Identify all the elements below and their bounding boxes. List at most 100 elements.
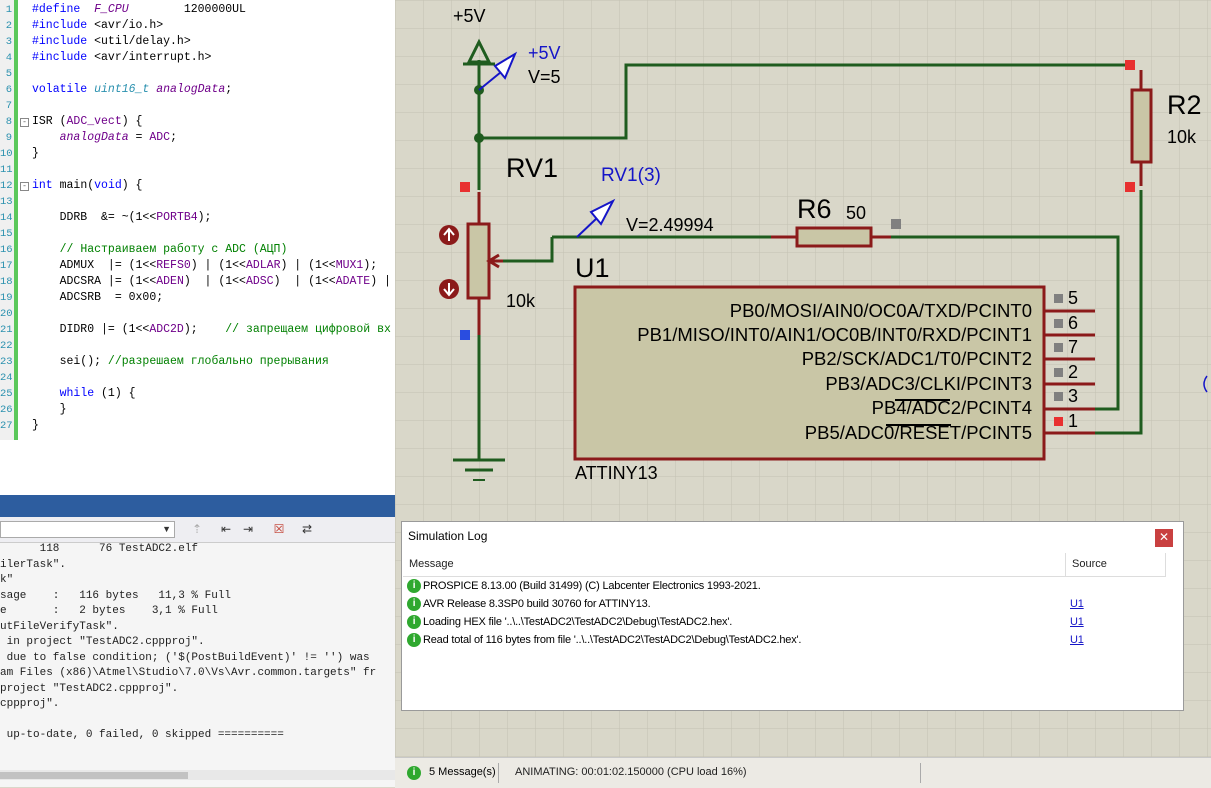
code-token: ) | (1<< (183, 275, 246, 288)
rv1-decrease-button[interactable] (439, 279, 459, 299)
line-number: 23 (0, 356, 13, 368)
log-source-link[interactable]: U1 (1070, 616, 1084, 628)
code-token: ); (363, 259, 378, 272)
pin-number: 5 (1068, 288, 1079, 308)
log-row[interactable]: i PROSPICE 8.13.00 (Build 31499) (C) Lab… (407, 577, 1177, 595)
code-line[interactable]: 26 } (0, 402, 395, 418)
output-line: ilerTask". (0, 558, 67, 571)
log-row[interactable]: i AVR Release 8.3SP0 build 30760 for ATT… (407, 595, 1177, 613)
code-token: ADCSRB = 0x00; (32, 291, 164, 304)
code-line[interactable]: 10} (0, 146, 395, 162)
code-line[interactable]: 5 (0, 66, 395, 82)
code-token: volatile (32, 83, 88, 96)
r2-reference: R2 (1167, 90, 1202, 120)
close-button[interactable]: ✕ (1155, 529, 1173, 547)
code-line[interactable]: 3#include <util/delay.h> (0, 34, 395, 50)
word-wrap-icon[interactable]: ⇄ (301, 522, 313, 536)
code-line[interactable]: 18 ADCSRA |= (1<<ADEN) | (1<<ADSC) | (1<… (0, 274, 395, 290)
code-token: } (32, 147, 39, 160)
code-line[interactable]: 24 (0, 370, 395, 386)
log-source-link[interactable]: U1 (1070, 634, 1084, 646)
pin-label: PB1/MISO/INT0/AIN1/OC0B/INT0/RXD/PCINT1 (637, 324, 1032, 345)
log-row[interactable]: i Loading HEX file '..\..\TestADC2\TestA… (407, 613, 1177, 631)
code-line[interactable]: 9 analogData = ADC; (0, 130, 395, 146)
code-token: = (128, 131, 150, 144)
u1-part-name: ATTINY13 (575, 463, 658, 483)
code-text: ADCSRB = 0x00; (32, 290, 164, 306)
line-number: 16 (0, 244, 13, 256)
code-line[interactable]: 13 (0, 194, 395, 210)
column-header-source[interactable]: Source (1072, 558, 1107, 570)
column-separator[interactable] (1165, 553, 1166, 576)
output-source-select[interactable]: ▼ (0, 521, 175, 538)
column-header-message[interactable]: Message (409, 558, 454, 570)
fold-toggle-icon[interactable]: - (20, 118, 29, 127)
attiny13-chip[interactable] (573, 285, 1095, 461)
code-token: 1200000UL (128, 3, 246, 16)
line-number: 12 (0, 180, 13, 192)
rv1-increase-button[interactable] (439, 225, 459, 245)
ground-terminal[interactable] (453, 458, 505, 481)
previous-message-icon[interactable]: ⇤ (220, 522, 232, 536)
code-token: void (94, 179, 122, 192)
line-number: 3 (5, 36, 12, 48)
panel-splitter[interactable] (0, 495, 395, 517)
fold-toggle-icon[interactable]: - (20, 182, 29, 191)
code-line[interactable]: 4#include <avr/interrupt.h> (0, 50, 395, 66)
status-separator (498, 763, 499, 783)
code-line[interactable]: 17 ADMUX |= (1<<REFS0) | (1<<ADLAR) | (1… (0, 258, 395, 274)
line-number: 21 (0, 324, 13, 336)
status-bar: i 5 Message(s) ANIMATING: 00:01:02.15000… (395, 757, 1211, 788)
code-line[interactable]: 19 ADCSRB = 0x00; (0, 290, 395, 306)
code-token: ISR ( (32, 115, 67, 128)
code-text: } (32, 146, 39, 162)
scrollbar-thumb[interactable] (0, 772, 188, 779)
code-line[interactable]: 25 while (1) { (0, 386, 395, 402)
code-line[interactable]: 11 (0, 162, 395, 178)
code-line[interactable]: 2#include <avr/io.h> (0, 18, 395, 34)
resistor-r6[interactable] (771, 219, 901, 248)
code-line[interactable]: 23 sei(); //разрешаем глобально прерыван… (0, 354, 395, 370)
code-text: } (32, 418, 39, 434)
code-line[interactable]: 27} (0, 418, 395, 434)
u1-reference: U1 (575, 253, 610, 283)
line-number: 6 (5, 84, 12, 96)
code-line[interactable]: 12-int main(void) { (0, 178, 395, 194)
info-icon: i (407, 633, 421, 647)
code-line[interactable]: 1#define F_CPU 1200000UL (0, 2, 395, 18)
code-line[interactable]: 16 // Настраиваем работу с ADC (АЦП) (0, 242, 395, 258)
chevron-down-icon[interactable]: ▼ (162, 524, 171, 534)
log-row[interactable]: i Read total of 116 bytes from file '..\… (407, 631, 1177, 649)
output-line: up-to-date, 0 failed, 0 skipped ========… (0, 729, 284, 741)
power-terminal-5v[interactable] (463, 38, 495, 66)
next-message-icon[interactable]: ⇥ (242, 522, 254, 536)
column-separator[interactable] (1065, 553, 1066, 576)
code-line[interactable]: 21 DIDR0 |= (1<<ADC2D); // запрещаем циф… (0, 322, 395, 338)
clear-all-icon[interactable]: ☒ (273, 522, 285, 536)
animation-status: ANIMATING: 00:01:02.150000 (CPU load 16%… (515, 766, 747, 778)
code-line[interactable]: 20 (0, 306, 395, 322)
simulation-log-window[interactable]: Simulation Log ✕ Message Source i PROSPI… (401, 521, 1184, 711)
pin-label: PB4/ADC2/PCINT4 (871, 397, 1032, 418)
log-source-link[interactable]: U1 (1070, 598, 1084, 610)
resistor-r2[interactable] (1125, 60, 1153, 192)
code-text: analogData = ADC; (32, 130, 177, 146)
code-line[interactable]: 8-ISR (ADC_vect) { (0, 114, 395, 130)
code-line[interactable]: 15 (0, 226, 395, 242)
horizontal-scrollbar[interactable] (0, 770, 395, 780)
potentiometer-rv1[interactable] (460, 182, 503, 340)
junction-dot (474, 133, 484, 143)
go-to-message-icon[interactable]: ⇡ (191, 522, 203, 536)
code-token: // Настраиваем работу с ADC (АЦП) (59, 243, 288, 256)
code-line[interactable]: 22 (0, 338, 395, 354)
voltage-probe-rv1[interactable] (576, 198, 616, 238)
code-line[interactable]: 7 (0, 98, 395, 114)
pin-number: 1 (1068, 411, 1079, 431)
voltage-probe-5v[interactable] (478, 51, 518, 91)
log-message: Loading HEX file '..\..\TestADC2\TestADC… (423, 616, 733, 628)
code-line[interactable]: 14 DDRB &= ~(1<<PORTB4); (0, 210, 395, 226)
code-token: analogData (156, 83, 226, 96)
